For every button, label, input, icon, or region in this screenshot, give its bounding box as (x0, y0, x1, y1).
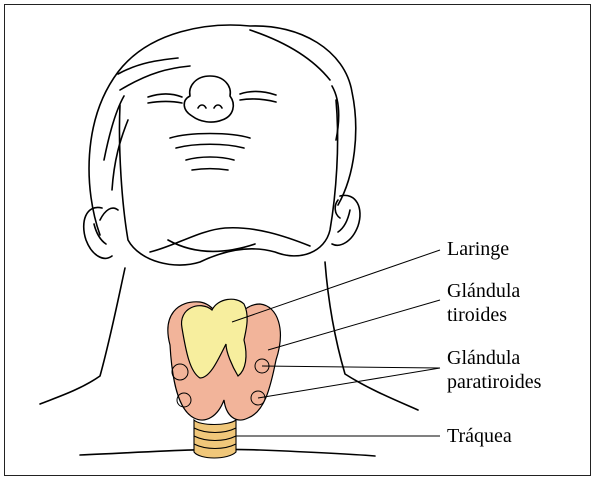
right-eye (240, 91, 276, 102)
label-tiroides-line1: Glándula (447, 279, 520, 303)
trachea (194, 420, 236, 458)
mouth (170, 134, 250, 171)
leader-laringe (232, 250, 440, 322)
label-paratiroides-line1: Glándula (447, 346, 520, 370)
hair-outline (89, 25, 356, 235)
neck-right (325, 262, 418, 410)
nose (184, 76, 233, 122)
label-traquea: Tráquea (447, 424, 512, 448)
larynx (182, 299, 248, 378)
face-outline (119, 100, 337, 265)
label-laringe: Laringe (447, 237, 509, 261)
label-tiroides-line2: tiroides (447, 303, 507, 327)
leader-tiroides (268, 300, 440, 350)
leader-paratiroides-1 (262, 366, 440, 368)
label-paratiroides-line2: paratiroides (447, 370, 541, 394)
neck-left (40, 268, 125, 404)
left-eye (148, 94, 182, 103)
leader-paratiroides-2 (258, 368, 440, 398)
